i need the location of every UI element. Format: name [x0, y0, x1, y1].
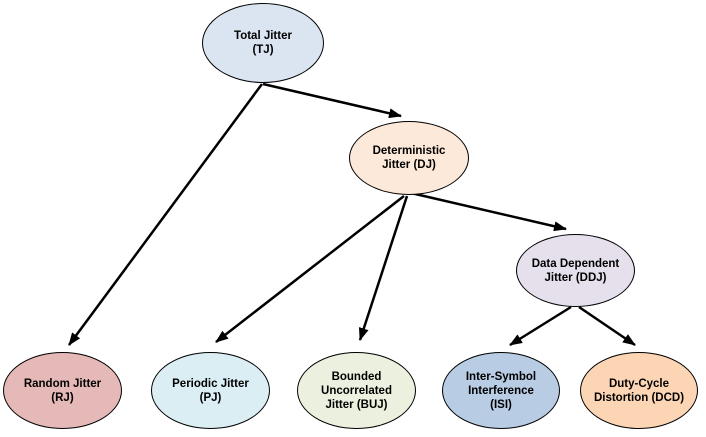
node-deterministic-jitter-label: Deterministic Jitter (DJ)	[372, 145, 446, 171]
edge-dj-to-pj	[215, 195, 405, 343]
node-periodic-jitter-label: Periodic Jitter (PJ)	[172, 377, 249, 404]
edge-ddj-to-dcd	[578, 305, 636, 347]
node-inter-symbol-interference: Inter-Symbol Interference (ISI)	[442, 352, 560, 429]
edge-tj-to-dj	[262, 82, 402, 119]
node-bounded-uncorrelated-jitter: Bounded Uncorrelated Jitter (BUJ)	[297, 352, 416, 429]
edge-tj-to-rj	[67, 83, 264, 346]
node-data-dependent-jitter-label: Data Dependent Jitter (DDJ)	[531, 257, 620, 284]
edge-dj-to-ddj	[410, 191, 567, 232]
node-random-jitter: Random Jitter (RJ)	[3, 352, 122, 429]
node-random-jitter-label: Random Jitter (RJ)	[23, 377, 102, 404]
node-inter-symbol-interference-label: Inter-Symbol Interference (ISI)	[465, 370, 537, 411]
node-duty-cycle-distortion: Duty-Cycle Distortion (DCD)	[580, 352, 698, 429]
node-data-dependent-jitter: Data Dependent Jitter (DDJ)	[516, 234, 635, 307]
node-total-jitter: Total Jitter (TJ)	[202, 3, 324, 83]
node-duty-cycle-distortion-label: Duty-Cycle Distortion (DCD)	[593, 377, 685, 404]
edge-ddj-to-isi	[509, 305, 572, 347]
edge-dj-to-buj	[358, 195, 409, 341]
node-deterministic-jitter: Deterministic Jitter (DJ)	[349, 121, 469, 195]
node-bounded-uncorrelated-jitter-label: Bounded Uncorrelated Jitter (BUJ)	[321, 370, 392, 411]
node-total-jitter-label: Total Jitter (TJ)	[234, 30, 292, 56]
node-periodic-jitter: Periodic Jitter (PJ)	[151, 352, 270, 429]
